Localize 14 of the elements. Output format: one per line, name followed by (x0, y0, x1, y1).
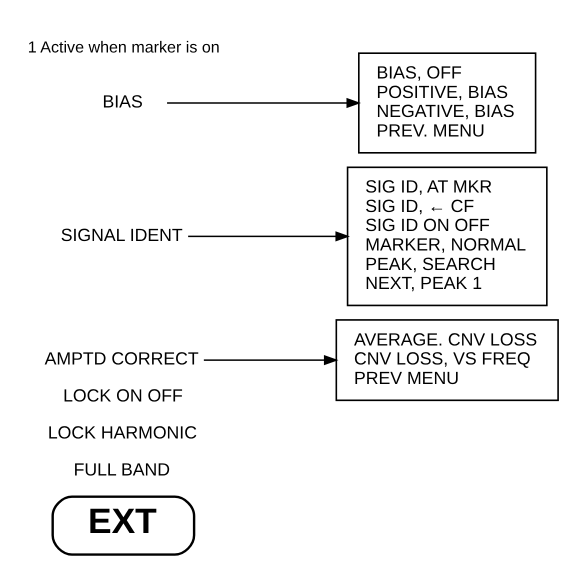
arrow (204, 355, 338, 366)
node-text: SIGNAL IDENT (60, 224, 183, 245)
node-text: LOCK ON OFF (63, 386, 183, 406)
node-text: FULL BAND (74, 460, 170, 480)
node-box: SIG ID, AT MKR SIG ID, ← CF SIG ID ON OFF MARKER, NORMAL PEAK, SEARCH NEXT, PEAK 1 (346, 166, 548, 306)
node-text: LOCK HARMONIC (48, 422, 197, 443)
node-text: AMPTD CORRECT (44, 348, 199, 369)
node-text: BIAS (102, 91, 143, 112)
node-box: BIAS, OFF POSITIVE, BIAS NEGATIVE, BIAS PREV. MENU (358, 52, 536, 154)
arrow (188, 231, 350, 242)
arrow (167, 98, 361, 108)
node-box: AVERAGE. CNV LOSS CNV LOSS, VS FREQ PREV MENU (336, 319, 559, 402)
node-box: EXT (51, 496, 196, 556)
label: 1 Active when marker is on (28, 38, 220, 56)
